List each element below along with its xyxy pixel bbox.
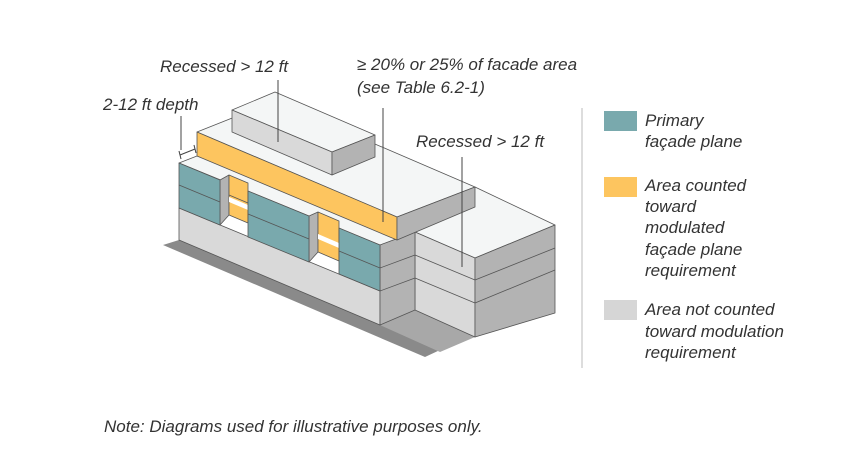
legend-text: Area counted [644,176,747,195]
recess-wall [219,174,230,226]
legend-item-not-counted: Area not counted toward modulation requi… [604,300,784,362]
legend-text: toward modulation [645,322,784,341]
label-recessed-right: Recessed > 12 ft [416,132,545,151]
legend-text: requirement [645,343,737,362]
legend-text: toward [645,197,697,216]
ground-plane-shade [380,310,475,352]
ground-plane [163,240,440,357]
legend: Primary façade plane Area counted toward… [604,111,784,362]
legend-text: façade plane [645,240,742,259]
legend-item-primary: Primary façade plane [604,111,742,151]
legend-swatch-teal [604,111,637,131]
legend-swatch-yellow [604,177,637,197]
depth-dimension [178,116,197,160]
legend-text: modulated [645,218,725,237]
legend-swatch-grey [604,300,637,320]
legend-text: Primary [645,111,705,130]
main-side-face [379,231,416,326]
legend-text: façade plane [645,132,742,151]
teal-panel-1 [178,162,221,226]
label-area-line2: (see Table 6.2-1) [357,78,485,97]
legend-text: Area not counted [644,300,775,319]
label-depth: 2-12 ft depth [102,95,198,114]
label-area-line1: ≥ 20% or 25% of facade area [357,55,577,74]
recess-wall [308,211,319,263]
legend-text: requirement [645,261,737,280]
label-recessed-top: Recessed > 12 ft [160,57,289,76]
legend-item-counted: Area counted toward modulated façade pla… [604,176,747,280]
footnote: Note: Diagrams used for illustrative pur… [104,417,483,436]
penthouse-box [231,91,376,176]
